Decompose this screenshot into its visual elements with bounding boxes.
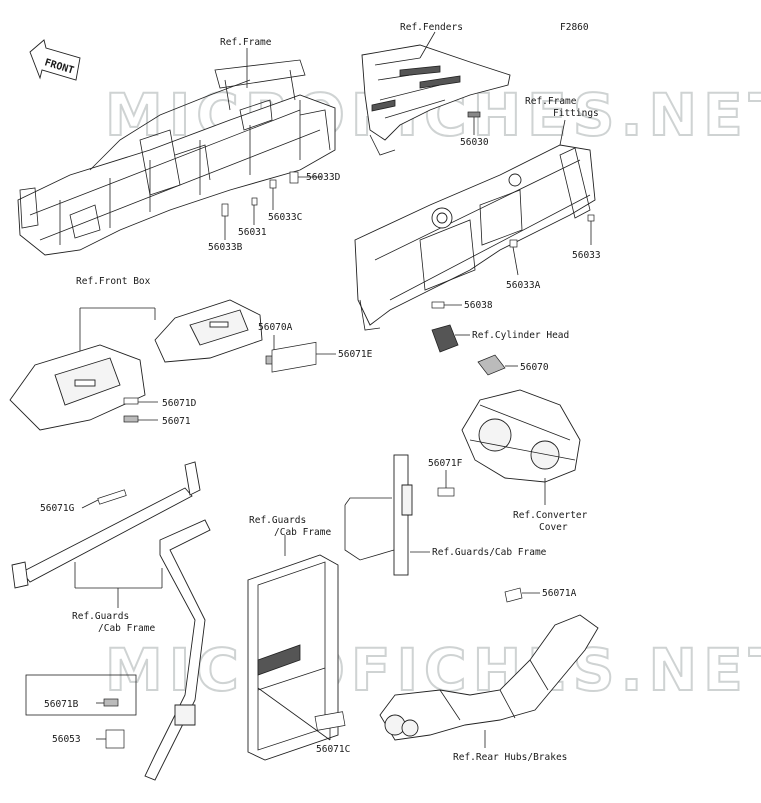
part-56071F-shape bbox=[437, 487, 455, 497]
part-56071A-label: 56071A bbox=[542, 588, 577, 599]
part-56033B-label: 56033B bbox=[208, 242, 243, 253]
part-56053-label: 56053 bbox=[52, 734, 81, 745]
cylinder-head-drawing bbox=[431, 324, 459, 353]
ref-guards-cab-label-1: Ref.Guards bbox=[249, 515, 306, 526]
cab-frame-post-drawing bbox=[344, 454, 413, 576]
part-56071G-shape bbox=[97, 489, 127, 505]
frame-fittings-drawing bbox=[354, 144, 596, 331]
roll-bar-bracket-drawing bbox=[174, 704, 196, 726]
part-56038-shape bbox=[431, 301, 445, 309]
part-56071B-label: 56071B bbox=[44, 699, 79, 710]
front-box-upper-drawing bbox=[154, 299, 263, 363]
cab-door-panel-drawing bbox=[247, 554, 339, 761]
part-56071F-label: 56071F bbox=[428, 458, 463, 469]
guard-bar-drawing bbox=[11, 461, 201, 589]
part-56033C-label: 56033C bbox=[268, 212, 302, 223]
part-56071C-label: 56071C bbox=[316, 744, 350, 755]
ref-frame-fittings-label-2: Fittings bbox=[553, 108, 599, 119]
part-56071A-shape bbox=[504, 587, 523, 603]
part-56031-shape bbox=[251, 197, 258, 206]
part-56030-label: 56030 bbox=[460, 137, 489, 148]
part-56031-label: 56031 bbox=[238, 227, 267, 238]
ref-frame-label: Ref.Frame bbox=[220, 37, 272, 48]
part-56071C-shape bbox=[314, 711, 346, 731]
part-56071E-shape bbox=[271, 341, 317, 373]
frame-assembly-drawing bbox=[17, 59, 336, 256]
part-56038-label: 56038 bbox=[464, 300, 493, 311]
part-56053-shape bbox=[105, 729, 125, 749]
fender-drawing bbox=[361, 44, 511, 156]
ref-cylinder-head-label: Ref.Cylinder Head bbox=[472, 330, 569, 341]
part-56071D-label: 56071D bbox=[162, 398, 197, 409]
front-box-lower-drawing bbox=[9, 344, 146, 431]
ref-fenders-label: Ref.Fenders bbox=[400, 22, 463, 33]
ref-guards-inline-label: Ref.Guards/Cab Frame bbox=[432, 547, 547, 558]
part-56070-shape bbox=[477, 354, 506, 376]
diagram-id: F2860 bbox=[560, 22, 589, 33]
ref-rear-hubs-label: Ref.Rear Hubs/Brakes bbox=[453, 752, 567, 763]
lh-rh-box bbox=[25, 674, 137, 716]
part-56033A-label: 56033A bbox=[506, 280, 541, 291]
part-56071D-shape bbox=[123, 397, 139, 405]
part-56070A-label: 56070A bbox=[258, 322, 293, 333]
part-56070-label: 56070 bbox=[520, 362, 549, 373]
part-56033D-shape bbox=[289, 171, 299, 184]
part-56071-label: 56071 bbox=[162, 416, 191, 427]
roll-bar-tube-drawing bbox=[144, 519, 211, 781]
part-56071-shape bbox=[123, 415, 139, 423]
part-56033A-shape bbox=[509, 239, 518, 248]
part-56033D-label: 56033D bbox=[306, 172, 341, 183]
ref-front-box-label: Ref.Front Box bbox=[76, 276, 151, 287]
ref-guards-left-label-1: Ref.Guards bbox=[72, 611, 129, 622]
ref-converter-label-2: Cover bbox=[539, 522, 568, 533]
part-56030-shape bbox=[467, 111, 481, 118]
part-56033-shape bbox=[587, 214, 595, 222]
ref-guards-cab-label-2: /Cab Frame bbox=[274, 527, 331, 538]
part-56071G-label: 56071G bbox=[40, 503, 75, 514]
part-56033-label: 56033 bbox=[572, 250, 601, 261]
part-56033C-shape bbox=[269, 179, 277, 189]
part-56071B-shape bbox=[103, 698, 119, 707]
part-56071E-label: 56071E bbox=[338, 349, 373, 360]
part-56033B-shape bbox=[221, 203, 229, 217]
ref-frame-fittings-label-1: Ref.Frame bbox=[525, 96, 577, 107]
rear-hub-axle-drawing bbox=[379, 614, 599, 741]
ref-guards-left-label-2: /Cab Frame bbox=[98, 623, 155, 634]
front-arrow-icon: FRONT bbox=[29, 39, 81, 81]
ref-converter-label-1: Ref.Converter bbox=[513, 510, 588, 521]
converter-cover-drawing bbox=[461, 389, 581, 483]
